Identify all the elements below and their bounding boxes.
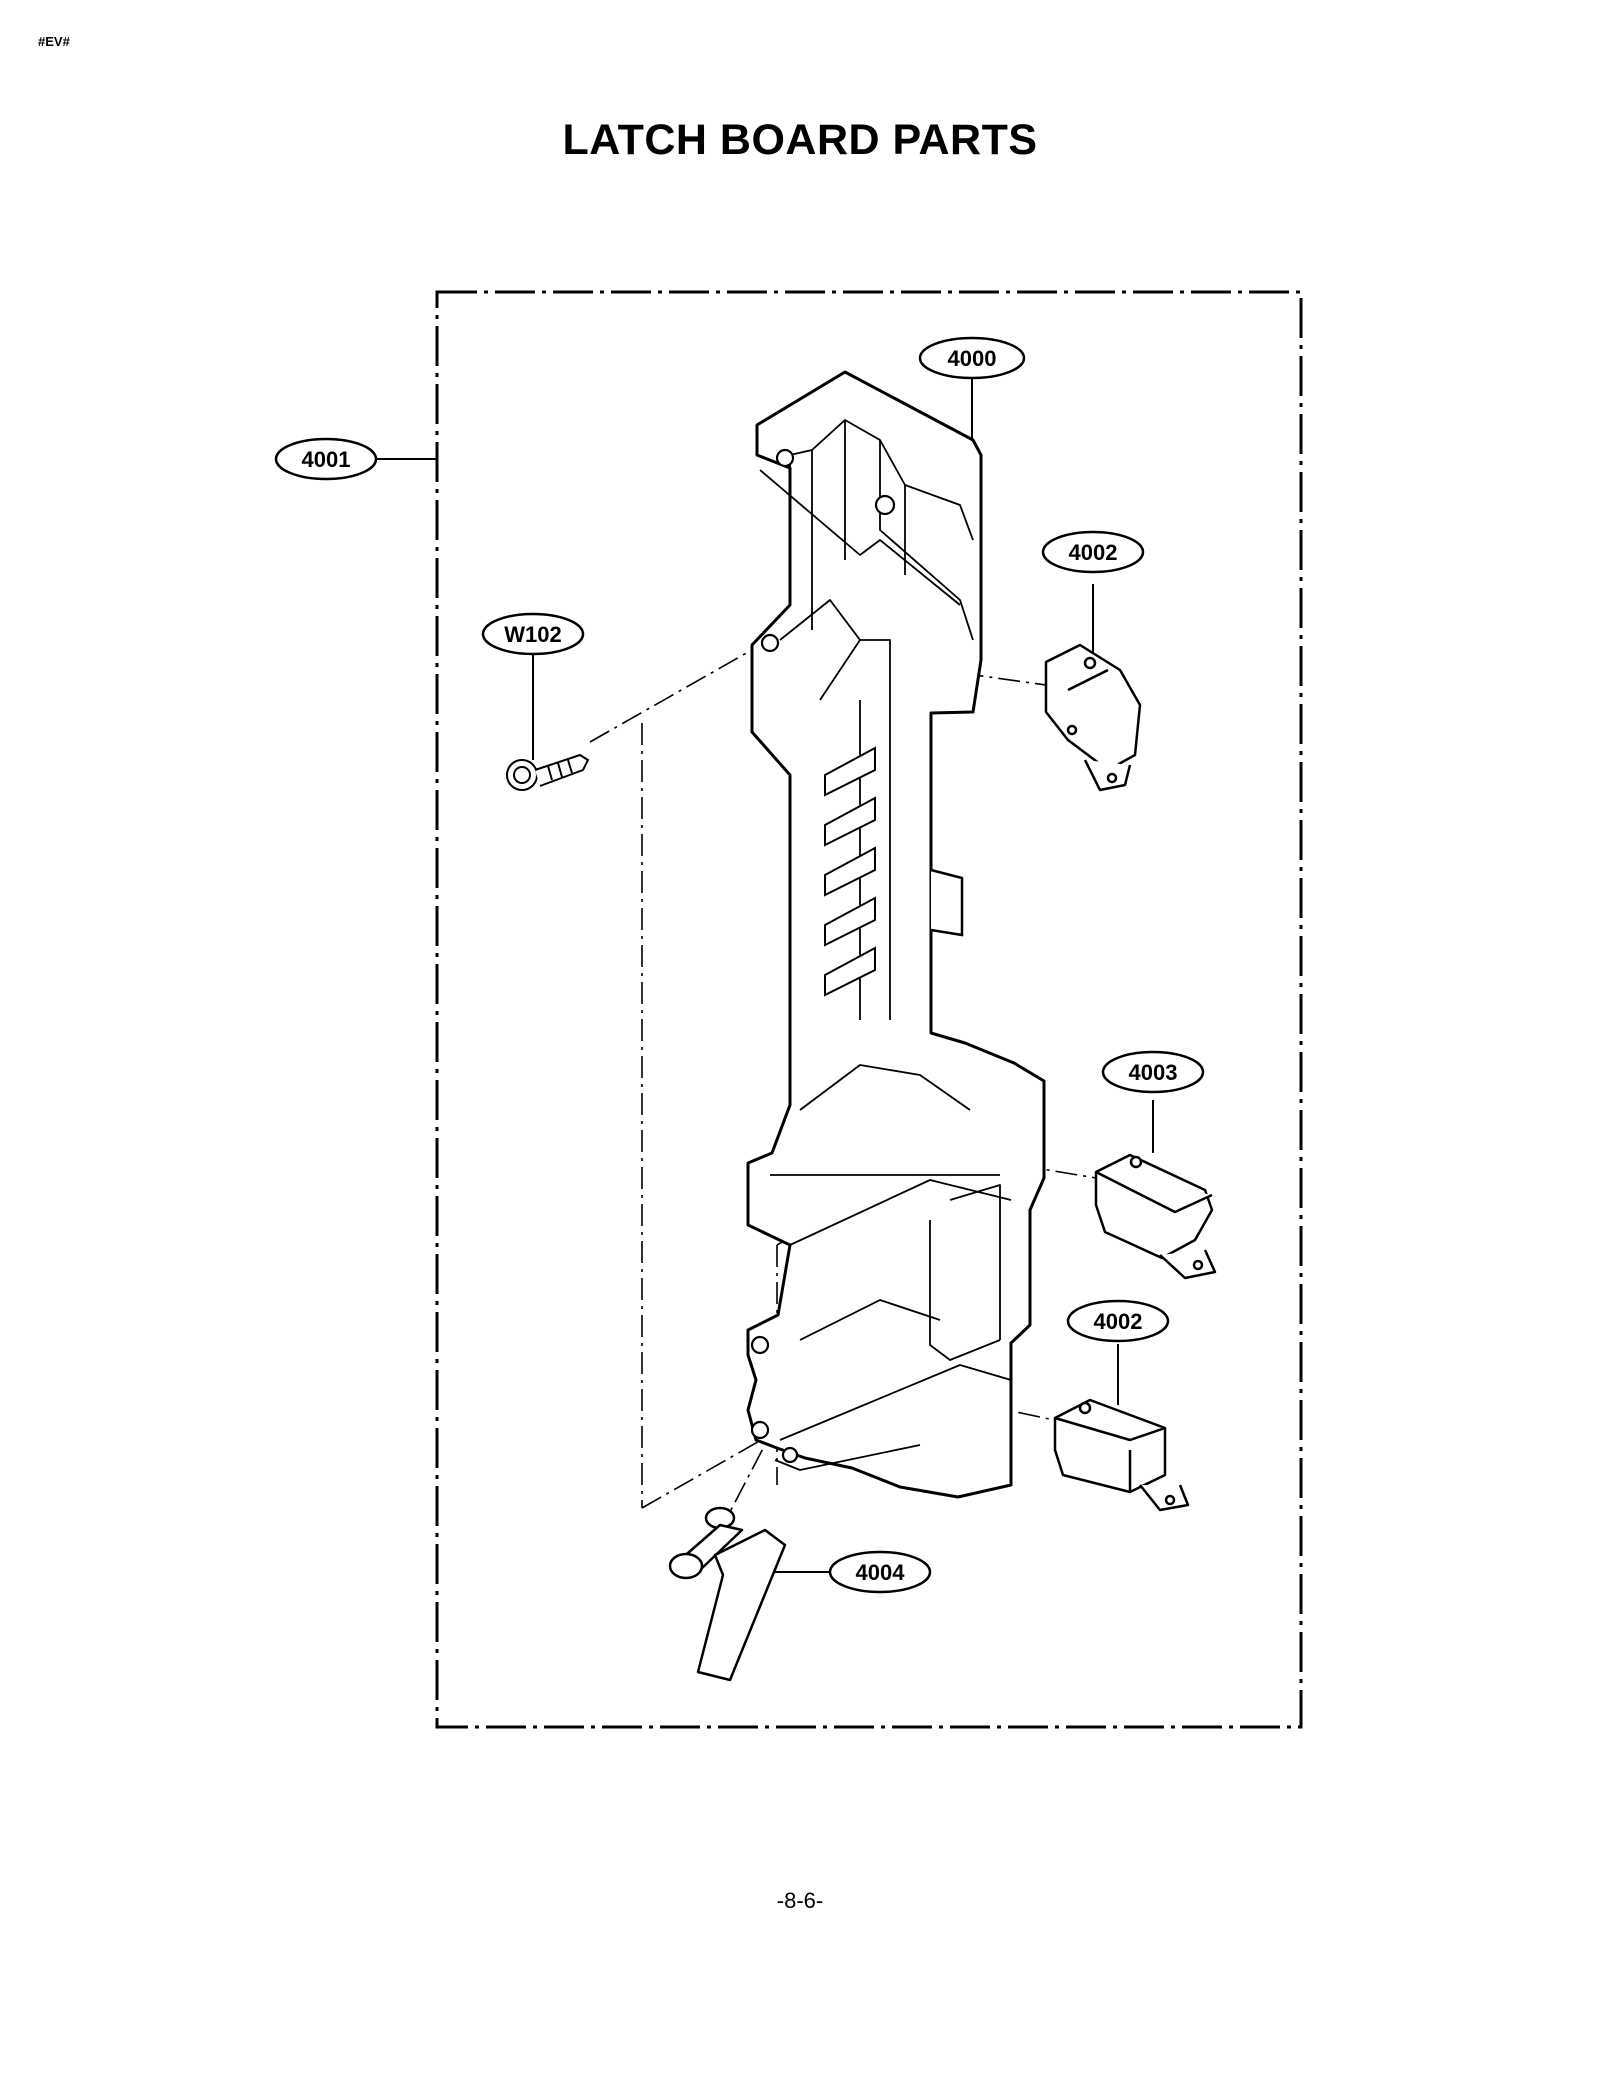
switch-middle-part bbox=[1094, 1153, 1217, 1280]
svg-text:4002: 4002 bbox=[1094, 1309, 1143, 1334]
document-code: #EV# bbox=[38, 34, 70, 49]
svg-text:W102: W102 bbox=[504, 622, 561, 647]
svg-text:4000: 4000 bbox=[948, 346, 997, 371]
switch-lower-part bbox=[1053, 1398, 1190, 1512]
lever-part bbox=[668, 1506, 787, 1682]
latch-board-side-tab bbox=[930, 868, 964, 937]
callout-4001: 4001 bbox=[274, 437, 378, 481]
callout-4002-lower: 4002 bbox=[1066, 1299, 1170, 1343]
latch-board-body bbox=[746, 370, 1046, 1499]
svg-text:4002: 4002 bbox=[1069, 540, 1118, 565]
page-title: LATCH BOARD PARTS bbox=[562, 116, 1038, 164]
page-number: -8-6- bbox=[776, 1888, 824, 1913]
callout-w102: W102 bbox=[481, 612, 585, 656]
callout-4003: 4003 bbox=[1101, 1050, 1205, 1094]
svg-text:4004: 4004 bbox=[856, 1560, 906, 1585]
callout-4000: 4000 bbox=[918, 336, 1026, 380]
switch-upper-part bbox=[1044, 643, 1142, 792]
svg-text:4001: 4001 bbox=[302, 447, 351, 472]
screw-part bbox=[506, 753, 590, 791]
svg-text:4003: 4003 bbox=[1129, 1060, 1178, 1085]
assembly-boundary bbox=[435, 290, 1303, 1729]
latch-board-ribs bbox=[824, 746, 876, 997]
callout-4004: 4004 bbox=[828, 1550, 932, 1594]
callout-4002-upper: 4002 bbox=[1041, 530, 1145, 574]
